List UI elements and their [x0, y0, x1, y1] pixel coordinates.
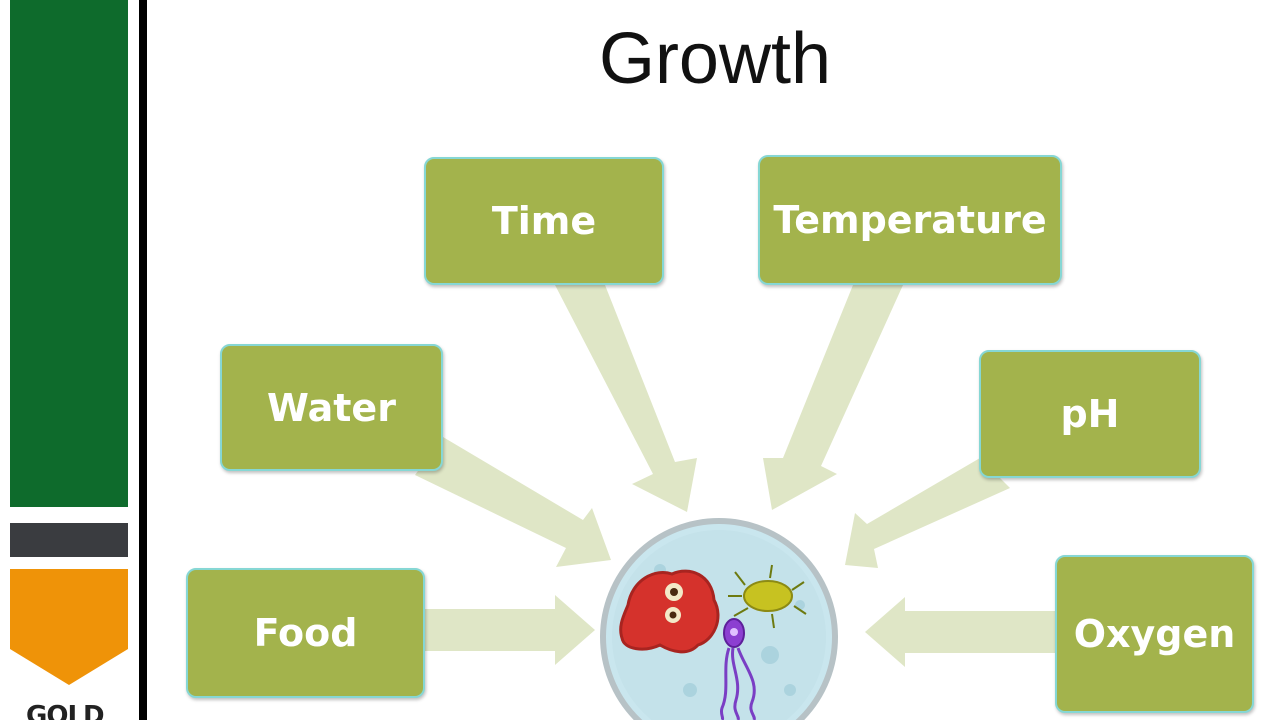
yellow-microbe: [728, 564, 807, 629]
arrows-layer: [415, 285, 1057, 667]
sidebar-gray-bar: [10, 523, 128, 557]
arrow-time-to-center: [555, 285, 697, 512]
microbe-pupil: [670, 588, 678, 596]
microbe-pupil: [669, 611, 677, 619]
arrow-ph-to-center: [845, 458, 1010, 568]
factor-label-temperature: Temperature: [773, 198, 1047, 242]
purple-microbe-spot: [730, 628, 738, 636]
factor-node-temperature: Temperature: [758, 155, 1062, 285]
page-title: Growth: [598, 19, 832, 99]
factor-node-oxygen: Oxygen: [1055, 555, 1254, 713]
arrow-oxygen-to-center: [865, 597, 1057, 667]
flagella: [731, 647, 740, 720]
bubble: [784, 684, 796, 696]
logo-text: GOLD: [26, 701, 105, 720]
bubble: [683, 683, 697, 697]
arrow-temperature-to-center: [763, 285, 903, 510]
flagella: [736, 647, 756, 720]
sidebar-orange-chevron: [10, 569, 128, 685]
sidebar-green-bar: [10, 0, 128, 507]
factor-label-oxygen: Oxygen: [1073, 612, 1236, 656]
petri-dish-microbes-icon: [600, 518, 838, 720]
orange-chevron-shape: [10, 569, 128, 685]
factor-label-food: Food: [253, 611, 358, 655]
factor-label-ph: pH: [1060, 392, 1120, 436]
factor-node-water: Water: [220, 344, 443, 471]
factor-node-food: Food: [186, 568, 425, 698]
factor-label-water: Water: [267, 385, 396, 430]
sidebar-divider-line: [139, 0, 147, 720]
brand-logo: GOLD: [26, 696, 136, 720]
flagella: [719, 647, 731, 720]
bubble: [761, 646, 779, 664]
factor-label-time: Time: [491, 199, 597, 243]
arrow-food-to-center: [423, 595, 595, 665]
factor-node-time: Time: [424, 157, 664, 285]
arrow-water-to-center: [415, 437, 611, 567]
yellow-microbe-body: [743, 580, 793, 612]
factor-node-ph: pH: [979, 350, 1201, 478]
